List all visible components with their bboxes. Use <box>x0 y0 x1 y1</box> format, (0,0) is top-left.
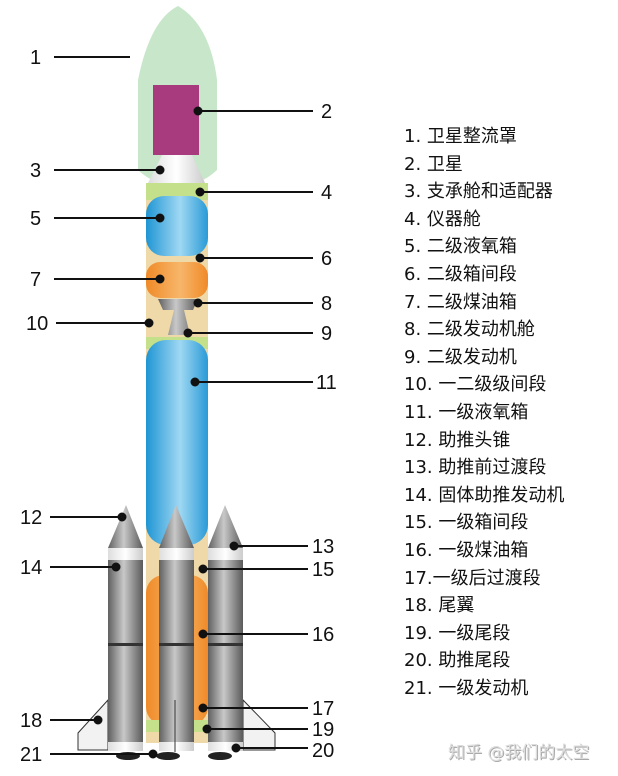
callout-9: 9 <box>321 323 332 345</box>
legend-item: 1. 卫星整流罩 <box>404 126 517 147</box>
legend-item: 14. 固体助推发动机 <box>404 484 565 506</box>
callout-3: 3 <box>30 160 41 182</box>
legend: 1. 卫星整流罩 2. 卫星 3. 支承舱和适配器 4. 仪器舱 5. 二级液氧… <box>404 123 564 702</box>
legend-item: 20. 助推尾段 <box>404 650 511 672</box>
second-stage-kerosene-tank <box>146 262 208 298</box>
callout-14: 14 <box>20 557 42 579</box>
callout-8: 8 <box>321 293 332 315</box>
booster-right <box>208 505 243 751</box>
satellite <box>153 85 199 155</box>
callout-12: 12 <box>20 507 42 529</box>
legend-item: 19. 一级尾段 <box>404 622 511 644</box>
legend-item: 2. 卫星 <box>404 153 463 175</box>
legend-item: 17.一级后过渡段 <box>404 567 541 589</box>
legend-item: 4. 仪器舱 <box>404 208 481 230</box>
callout-5: 5 <box>30 208 41 230</box>
watermark: 知乎 @我们的太空 <box>448 743 590 763</box>
callout-lines <box>50 56 313 759</box>
callout-20: 20 <box>312 740 334 762</box>
legend-item: 15. 一级箱间段 <box>404 512 529 534</box>
callout-4: 4 <box>321 182 332 204</box>
legend-item: 8. 二级发动机舱 <box>404 319 535 341</box>
booster-center <box>159 505 194 752</box>
callout-19: 19 <box>312 719 334 741</box>
callout-17: 17 <box>312 698 334 720</box>
legend-item: 11. 一级液氧箱 <box>404 401 529 423</box>
callout-10: 10 <box>26 313 48 335</box>
legend-item: 13. 助推前过渡段 <box>404 457 547 479</box>
callout-6: 6 <box>321 248 332 270</box>
callout-18: 18 <box>20 710 42 732</box>
legend-item: 16. 一级煤油箱 <box>404 539 529 561</box>
callout-7: 7 <box>30 269 41 291</box>
callout-11: 11 <box>316 372 337 394</box>
legend-item: 7. 二级煤油箱 <box>404 291 517 313</box>
callout-21: 21 <box>20 744 42 766</box>
callout-2: 2 <box>321 101 332 123</box>
first-stage-lox-tank <box>146 340 208 545</box>
legend-item: 18. 尾翼 <box>404 595 475 617</box>
legend-item: 9. 二级发动机 <box>404 346 517 368</box>
second-stage-engine <box>158 299 198 335</box>
callout-numbers: 1 2 3 4 5 6 7 8 9 10 11 12 13 14 15 16 1… <box>20 47 337 766</box>
legend-item: 6. 二级箱间段 <box>404 263 517 285</box>
legend-item: 10. 一二级级间段 <box>404 374 547 396</box>
legend-item: 5. 二级液氧箱 <box>404 236 517 258</box>
instrument-bay <box>146 183 208 200</box>
booster-left <box>108 505 143 751</box>
legend-item: 21. 一级发动机 <box>404 677 529 699</box>
callout-16: 16 <box>312 624 334 646</box>
callout-13: 13 <box>312 536 334 558</box>
legend-item: 12. 助推头锥 <box>404 429 511 451</box>
second-stage-lox-tank <box>146 196 208 256</box>
callout-15: 15 <box>312 559 334 581</box>
legend-item: 3. 支承舱和适配器 <box>404 181 553 203</box>
adapter <box>148 155 205 183</box>
callout-1: 1 <box>30 47 41 69</box>
fin-left <box>77 698 109 751</box>
